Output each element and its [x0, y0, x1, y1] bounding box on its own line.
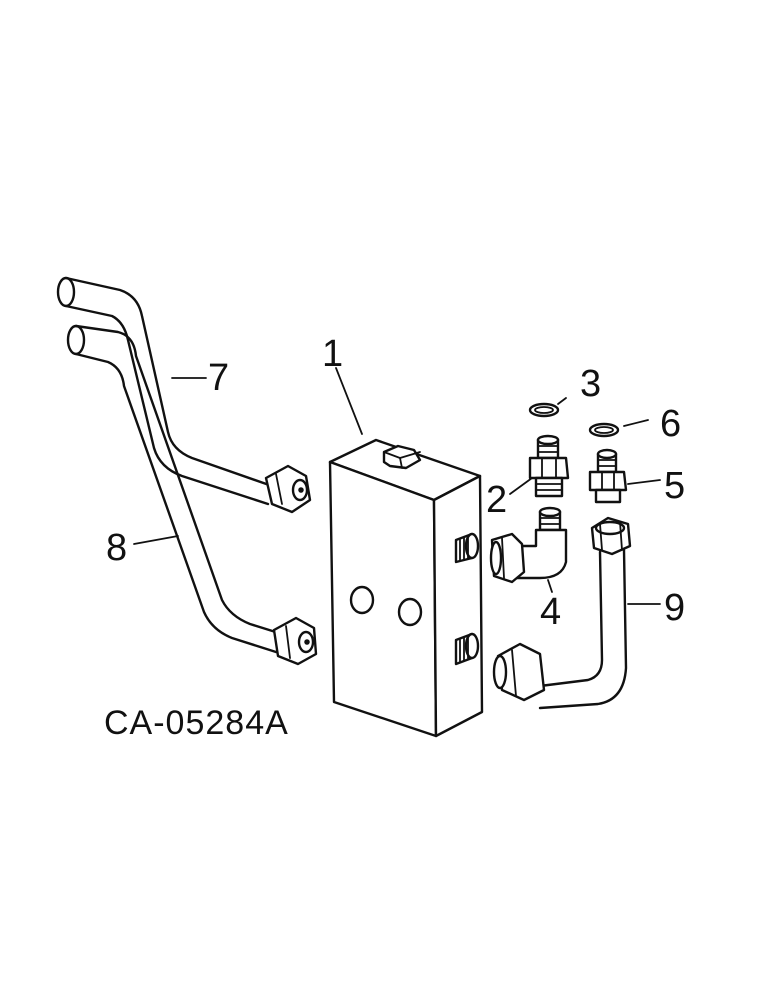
callout-9: 9 — [664, 587, 685, 629]
callout-3: 3 — [580, 363, 601, 405]
seal-washer-3 — [528, 402, 560, 418]
tube-7-nut — [264, 464, 312, 514]
adapter-fitting-2 — [528, 434, 570, 498]
tube-9 — [492, 516, 632, 710]
leader-lines — [133, 367, 661, 605]
elbow-fitting-4 — [489, 506, 568, 584]
tube-8-nut — [272, 616, 318, 666]
callout-6: 6 — [660, 403, 681, 445]
connector-fitting-5 — [588, 448, 628, 504]
tube-8 — [66, 324, 284, 654]
callout-labels: 1 2 3 4 5 6 7 8 9 — [106, 333, 685, 633]
drawing-code: CA-05284A — [104, 704, 289, 742]
callout-7: 7 — [208, 357, 229, 399]
valve-block — [328, 438, 484, 738]
callout-1: 1 — [322, 333, 343, 375]
tube-7 — [56, 276, 274, 506]
callout-4: 4 — [540, 591, 561, 633]
seal-washer-6 — [588, 422, 620, 438]
callout-2: 2 — [486, 479, 507, 521]
callout-8: 8 — [106, 527, 127, 569]
callout-5: 5 — [664, 465, 685, 507]
